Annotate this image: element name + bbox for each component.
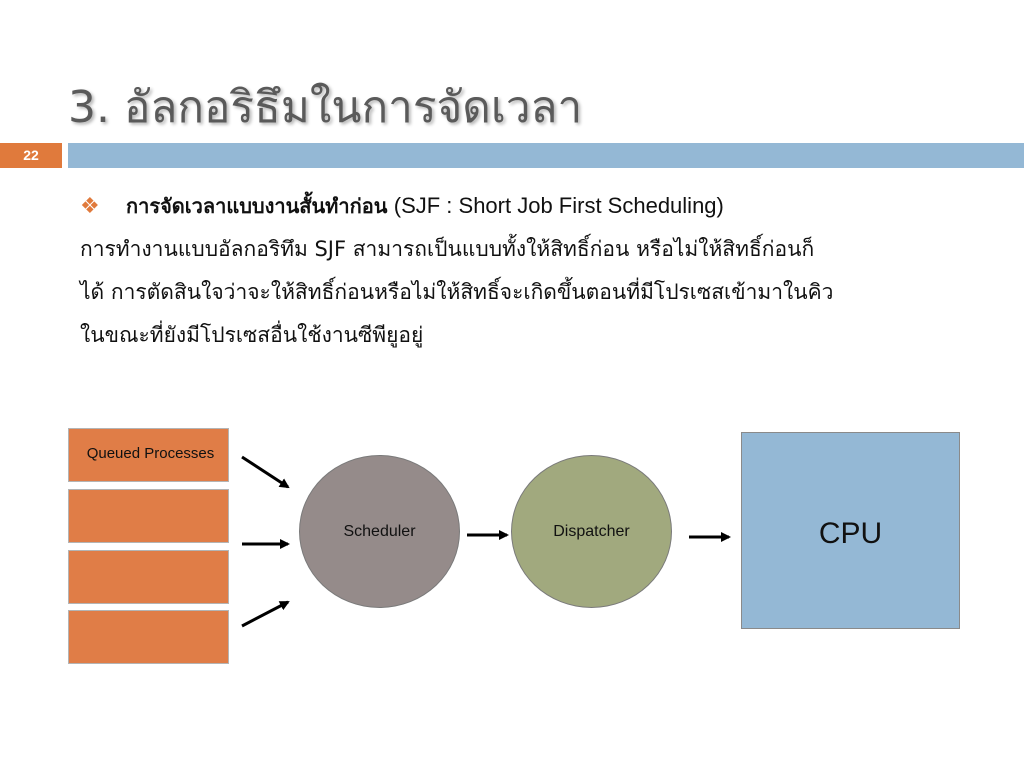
arrow-queue-to-scheduler-top [241,455,290,489]
arrow-queue-to-scheduler-bottom [241,600,290,628]
diamond-bullet-icon: ❖ [80,194,100,219]
scheduler-node: Scheduler [299,455,460,608]
bullet-heading: การจัดเวลาแบบงานสั้นทำก่อน [126,194,388,218]
scheduler-label: Scheduler [343,522,416,540]
dispatcher-label: Dispatcher [553,522,630,540]
title-bar [68,143,1024,168]
body-line: ได้ การตัดสินใจว่าจะให้สิทธิ์ก่อนหรือไม่… [80,280,834,304]
queue-box [68,428,229,482]
body-text: การทำงานแบบอัลกอริทึม SJF สามารถเป็นแบบท… [80,228,990,357]
cpu-node: CPU [741,432,960,629]
slide-number: 22 [0,143,62,168]
queue-box [68,550,229,604]
cpu-label: CPU [818,517,883,550]
bullet-english: (SJF : Short Job First Scheduling) [393,193,724,218]
body-line: การทำงานแบบอัลกอริทึม SJF สามารถเป็นแบบท… [80,237,815,261]
page-title: 3. อัลกอริธึมในการจัดเวลา [68,82,583,133]
queue-box [68,489,229,543]
queue-box [68,610,229,664]
queue-label: Queued Processes [86,445,215,462]
bullet-line: ❖ การจัดเวลาแบบงานสั้นทำก่อน (SJF : Short… [80,190,1010,222]
dispatcher-node: Dispatcher [511,455,672,608]
body-line: ในขณะที่ยังมีโปรเซสอื่นใช้งานซีพียูอยู่ [80,323,424,347]
